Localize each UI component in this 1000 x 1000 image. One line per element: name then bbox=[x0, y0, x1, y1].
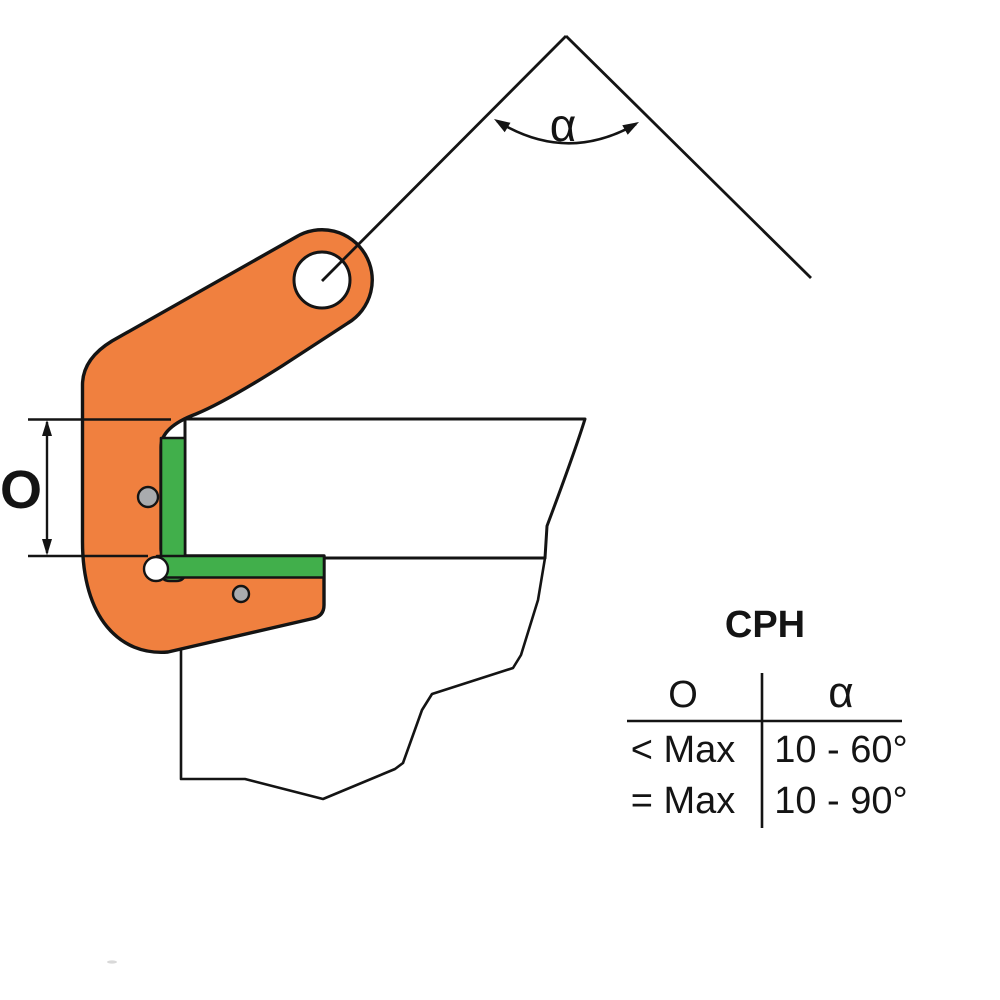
table-row1-o: < Max bbox=[631, 729, 736, 771]
spec-table: CPH O α < Max 10 - 60° = Max 10 - 90° bbox=[627, 604, 908, 828]
pivot-pin-upper bbox=[136, 485, 160, 509]
table-row1-alpha: 10 - 60° bbox=[774, 729, 908, 771]
table-row2-alpha: 10 - 90° bbox=[774, 780, 908, 822]
jaw-corner-relief-hole bbox=[142, 555, 170, 583]
pivot-pin-lower bbox=[231, 584, 251, 604]
table-row2-o: = Max bbox=[631, 780, 736, 822]
jaw-pad-horizontal bbox=[155, 554, 326, 579]
col-header-o: O bbox=[668, 674, 698, 716]
dim-label: O bbox=[0, 460, 42, 520]
col-header-alpha: α bbox=[828, 668, 853, 717]
table-title: CPH bbox=[725, 604, 805, 646]
sling-leg-left bbox=[321, 35, 567, 282]
plate-section bbox=[183, 417, 587, 560]
dim-arrow-up bbox=[42, 420, 52, 436]
dim-arrow-down bbox=[42, 539, 52, 556]
stray-mark bbox=[107, 960, 117, 964]
angle-label: α bbox=[550, 99, 577, 151]
angle-arrowhead-left bbox=[494, 119, 511, 133]
sling-leg-right bbox=[565, 35, 812, 279]
angle-arrowhead-right bbox=[622, 122, 639, 135]
angle-arc bbox=[496, 119, 637, 145]
